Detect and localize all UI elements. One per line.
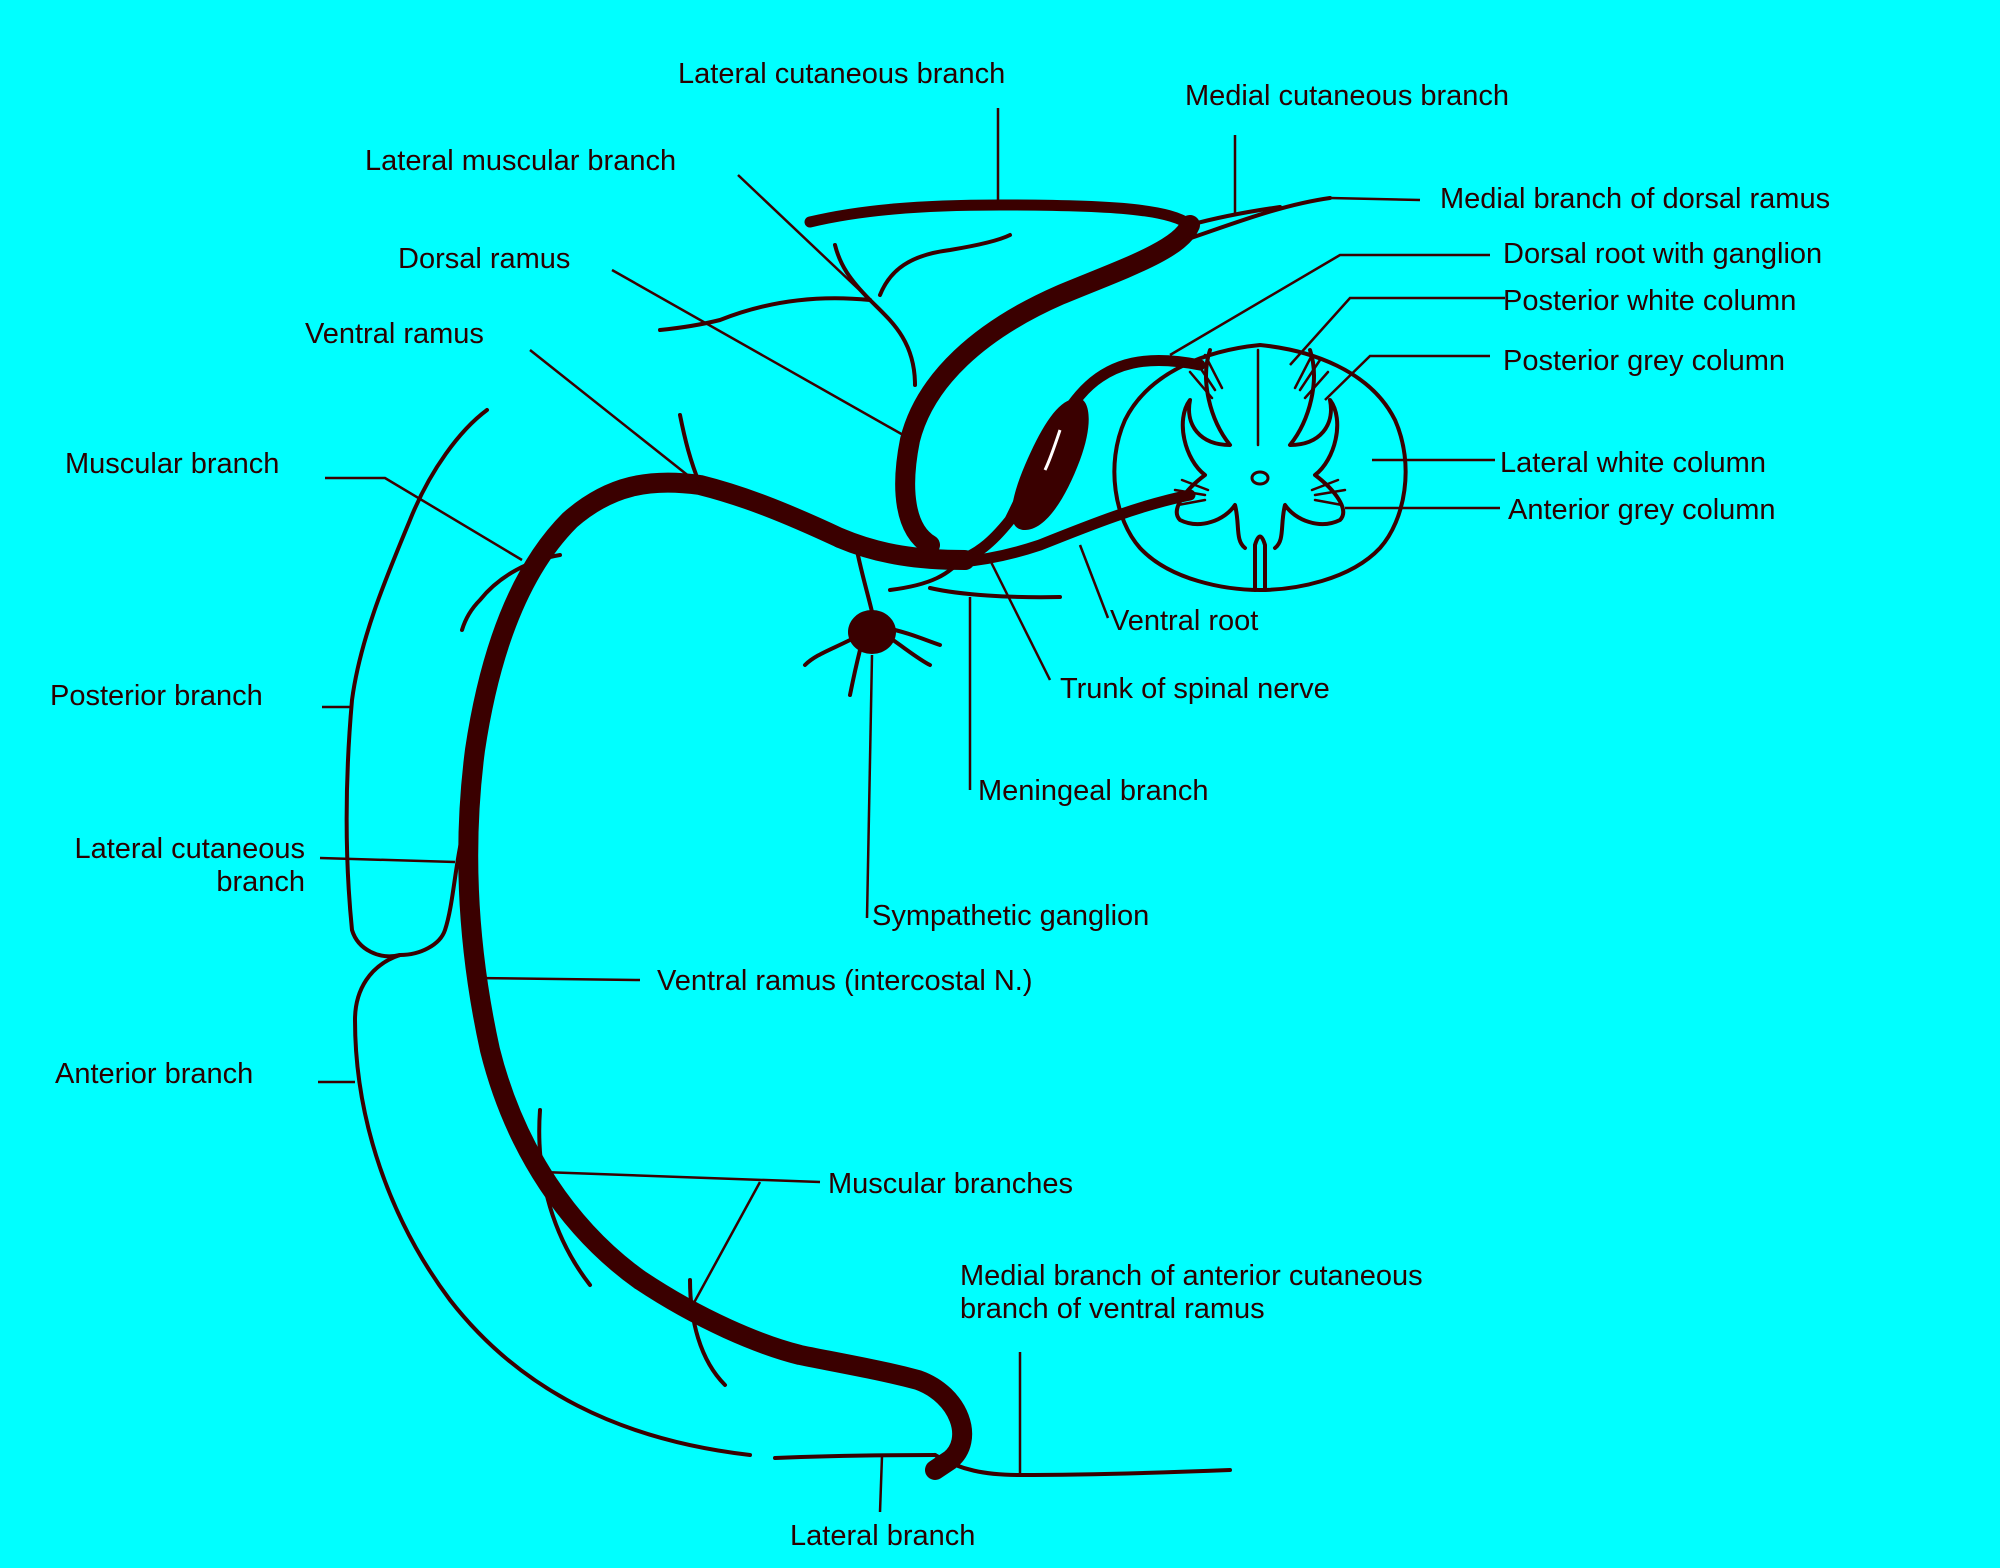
label-lateral-cutaneous-line-1: Lateral cutaneous xyxy=(74,833,305,865)
label-medial-branch-dorsal-ramus: Medial branch of dorsal ramus xyxy=(1440,183,1831,215)
leader-sympathetic xyxy=(865,654,874,919)
label-medial-anterior-line-2: branch of ventral ramus xyxy=(960,1293,1265,1326)
meningeal-branch-path xyxy=(888,553,1062,600)
label-muscular-branches: Muscular branches xyxy=(828,1168,1073,1200)
label-lateral-cutaneous-line-2: branch xyxy=(216,866,305,899)
posterior-branch-path xyxy=(344,408,489,959)
spinal-cord-outline xyxy=(1112,343,1408,592)
leader-dorsal-ramus xyxy=(611,268,913,442)
label-dorsal-root-ganglion: Dorsal root with ganglion xyxy=(1503,238,1823,270)
leader-medial-dorsal xyxy=(1329,196,1421,202)
label-lateral-muscular-branch: Lateral muscular branch xyxy=(365,145,677,177)
leader-posterior-grey xyxy=(1324,354,1490,401)
nerve-roots xyxy=(954,355,1206,568)
sympathetic-system xyxy=(803,538,1062,697)
label-dorsal-ramus: Dorsal ramus xyxy=(398,243,571,275)
muscular-branch-b xyxy=(688,1278,727,1387)
muscular-branch-a xyxy=(537,1108,592,1287)
leader-lateral-branch xyxy=(878,1455,884,1513)
leader-muscular-branches xyxy=(541,1170,821,1311)
leader-ventral-ramus-top xyxy=(529,349,701,486)
ventral-root xyxy=(954,489,1196,568)
leader-lateral-muscular xyxy=(737,174,871,301)
label-lateral-cutaneous-branch-top: Lateral cutaneous branch xyxy=(678,58,1006,90)
dorsal-root-ganglion xyxy=(1011,398,1089,530)
spinal-cord xyxy=(1112,343,1408,592)
label-muscular-branch: Muscular branch xyxy=(65,448,280,480)
ganglion-highlight xyxy=(1043,429,1062,471)
leader-muscular-branch xyxy=(325,476,523,562)
leader-lines xyxy=(318,108,1505,1513)
medial-cutaneous-branch-path xyxy=(1188,205,1282,227)
anterior-branch-path xyxy=(353,953,752,1457)
ventral-ramus-small-twig xyxy=(678,413,702,487)
lateral-cutaneous-branch-path xyxy=(398,808,472,957)
muscular-branch-path xyxy=(460,553,562,632)
label-posterior-grey-column: Posterior grey column xyxy=(1503,345,1786,377)
label-trunk-of-spinal-nerve: Trunk of spinal nerve xyxy=(1060,673,1330,705)
central-canal xyxy=(1250,470,1270,486)
label-medial-branch-anterior-cutaneous: Medial branch of anterior cutaneous bran… xyxy=(960,1260,1423,1327)
label-anterior-branch: Anterior branch xyxy=(55,1058,254,1090)
label-lateral-branch: Lateral branch xyxy=(790,1520,976,1552)
medial-branch-path xyxy=(933,1453,1232,1477)
label-ventral-ramus-top: Ventral ramus xyxy=(305,318,484,350)
anterior-median-fissure xyxy=(1253,534,1267,592)
label-medial-anterior-line-1: Medial branch of anterior cutaneous xyxy=(960,1260,1423,1292)
terminal-branches xyxy=(773,1453,1232,1477)
leader-posterior-white xyxy=(1289,296,1505,366)
dorsal-ramus-path xyxy=(895,215,1200,555)
label-medial-cutaneous-branch: Medial cutaneous branch xyxy=(1185,80,1510,112)
label-meningeal-branch: Meningeal branch xyxy=(978,775,1209,807)
sympathetic-ganglion-fibers xyxy=(803,628,942,697)
label-posterior-branch: Posterior branch xyxy=(50,680,263,712)
ventral-ramus-path xyxy=(458,472,973,1480)
leader-ventral-root xyxy=(1078,544,1110,619)
leader-ventral-intercostal xyxy=(472,976,641,982)
posterior-horn-rootlets xyxy=(1188,353,1330,400)
leader-trunk xyxy=(988,559,1052,681)
lateral-cutaneous-system xyxy=(344,408,752,1457)
label-posterior-white-column: Posterior white column xyxy=(1503,285,1797,317)
dorsal-ramus-top-arc xyxy=(804,199,1196,231)
nerve-trunk xyxy=(458,196,1332,1480)
sympathetic-ganglion-body xyxy=(848,610,896,654)
label-lateral-white-column: Lateral white column xyxy=(1500,447,1766,479)
label-ventral-ramus-intercostal: Ventral ramus (intercostal N.) xyxy=(657,965,1033,997)
muscular-branches xyxy=(537,1108,727,1387)
label-ventral-root: Ventral root xyxy=(1110,605,1259,637)
label-lateral-cutaneous-branch-side: Lateral cutaneous branch xyxy=(40,833,305,900)
leader-dorsal-root-ganglion xyxy=(1169,253,1490,357)
lateral-muscular-sub-1 xyxy=(658,296,872,332)
medial-dorsal-branch-path xyxy=(1183,196,1332,242)
label-sympathetic-ganglion: Sympathetic ganglion xyxy=(872,900,1150,932)
lateral-muscular-sub-2 xyxy=(878,233,1012,297)
label-anterior-grey-column: Anterior grey column xyxy=(1508,494,1776,526)
lateral-branch-path xyxy=(773,1453,937,1460)
leader-lateral-cutaneous-side xyxy=(319,856,456,864)
grey-matter-outline xyxy=(1174,348,1346,550)
trunk-of-spinal-nerve xyxy=(830,528,975,570)
